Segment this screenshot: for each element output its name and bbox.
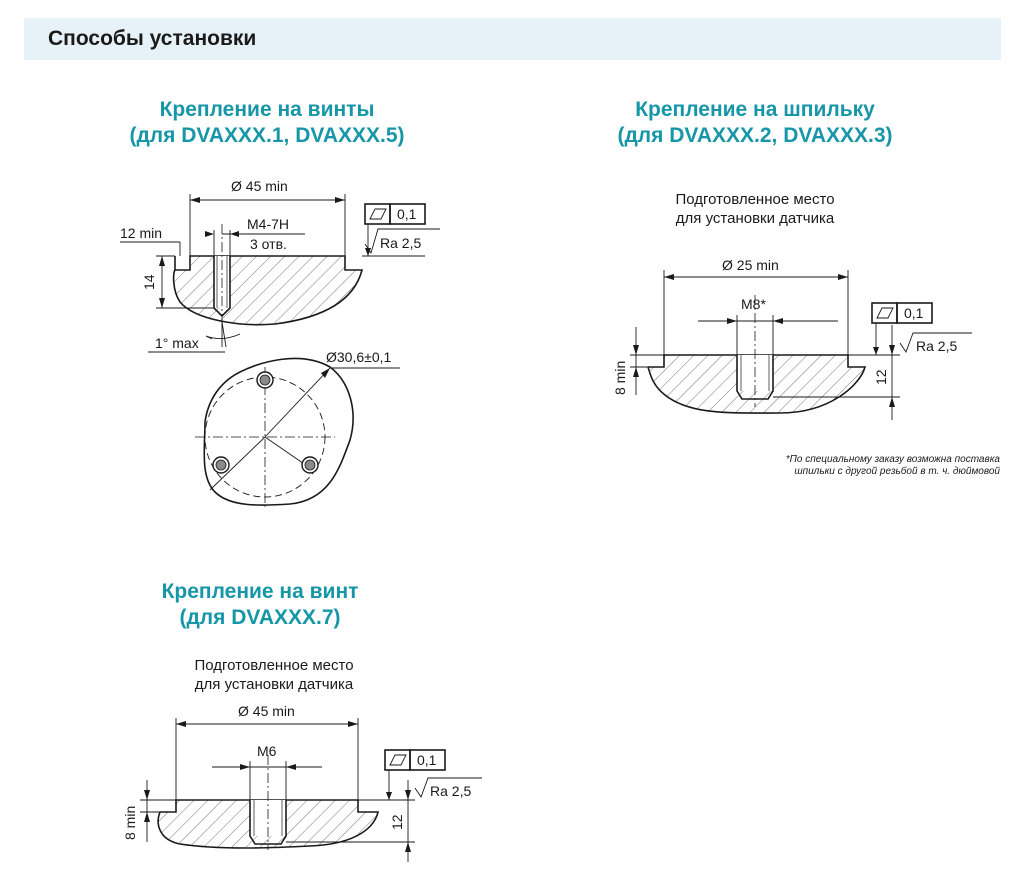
screw-prep-line1: Подготовленное место xyxy=(194,657,354,674)
screw-hole xyxy=(249,800,287,845)
screw-prep-caption: Подготовленное место для установки датчи… xyxy=(124,656,424,694)
screw-diameter-label: Ø 45 min xyxy=(238,703,295,719)
stud-title: Крепление на шпильку (для DVAXXX.2, DVAX… xyxy=(555,97,955,149)
screw-flatness-value: 0,1 xyxy=(417,752,437,768)
stud-diameter-label: Ø 25 min xyxy=(722,257,779,273)
stud-section-outline xyxy=(647,354,867,414)
screws-flatness-value: 0,1 xyxy=(397,206,417,222)
flatness-icon xyxy=(369,208,387,220)
stud-drawing: Ø 25 min M8* 8 min 12 0,1 Ra 2,5 xyxy=(612,257,972,420)
stud-prep-line2: для установки датчика xyxy=(675,210,835,227)
screw-thread-label: M6 xyxy=(257,743,277,759)
screw-title-line2: (для DVAXXX.7) xyxy=(179,606,341,629)
screws-title-line1: Крепление на винты xyxy=(159,98,375,121)
screws-title-line2: (для DVAXXX.1, DVAXXX.5) xyxy=(129,124,405,147)
stud-footnote: *По специальному заказу возможна поставк… xyxy=(786,454,1000,478)
page-title: Способы установки xyxy=(48,27,257,50)
screws-depth-label: 14 xyxy=(141,274,157,290)
screws-title: Крепление на винты (для DVAXXX.1, DVAXXX… xyxy=(67,97,467,149)
stud-total-label: 12 xyxy=(873,369,889,385)
screws-diameter-label: Ø 45 min xyxy=(231,178,288,194)
stud-prep-line1: Подготовленное место xyxy=(675,191,835,208)
stud-roughness-label: Ra 2,5 xyxy=(916,338,957,354)
screws-min-offset-label: 12 min xyxy=(120,225,162,241)
screw-drawing: Ø 45 min M6 8 min 12 0,1 Ra 2,5 xyxy=(122,703,482,862)
screw-roughness-label: Ra 2,5 xyxy=(430,783,471,799)
screw-section-outline xyxy=(157,799,380,849)
screws-thread-label: M4-7H xyxy=(247,216,289,232)
screw-title: Крепление на винт (для DVAXXX.7) xyxy=(60,579,460,631)
section-header: Способы установки xyxy=(24,18,1001,60)
stud-flatness-value: 0,1 xyxy=(904,305,924,321)
screws-angle-label: 1° max xyxy=(155,335,199,351)
screw-depth-min-label: 8 min xyxy=(122,806,138,840)
footnote-line1: *По специальному заказу возможна поставк… xyxy=(785,454,1000,465)
screws-section-body xyxy=(173,256,362,325)
stud-depth-min-label: 8 min xyxy=(612,361,628,395)
stud-title-line2: (для DVAXXX.2, DVAXXX.3) xyxy=(617,124,893,147)
screws-holes-label: 3 отв. xyxy=(250,236,287,252)
screw-title-line1: Крепление на винт xyxy=(161,580,359,603)
footnote-line2: шпильки с другой резьбой в т. ч. дюймово… xyxy=(794,466,1000,477)
stud-thread-label: M8* xyxy=(741,296,766,312)
stud-prep-caption: Подготовленное место для установки датчи… xyxy=(605,190,905,228)
screw-total-label: 12 xyxy=(389,814,405,830)
screws-circle-label: Ø30,6±0,1 xyxy=(326,349,391,365)
screws-section-outline xyxy=(172,255,364,326)
screw-prep-line2: для установки датчика xyxy=(194,676,354,693)
screws-plan-outline xyxy=(203,357,354,506)
screws-holes xyxy=(212,371,319,474)
stud-title-line1: Крепление на шпильку xyxy=(635,98,875,121)
screws-roughness-label: Ra 2,5 xyxy=(380,235,421,251)
screws-drawing: Ø 45 min M4-7H 3 отв. 12 min 14 1° max 0… xyxy=(120,178,440,507)
